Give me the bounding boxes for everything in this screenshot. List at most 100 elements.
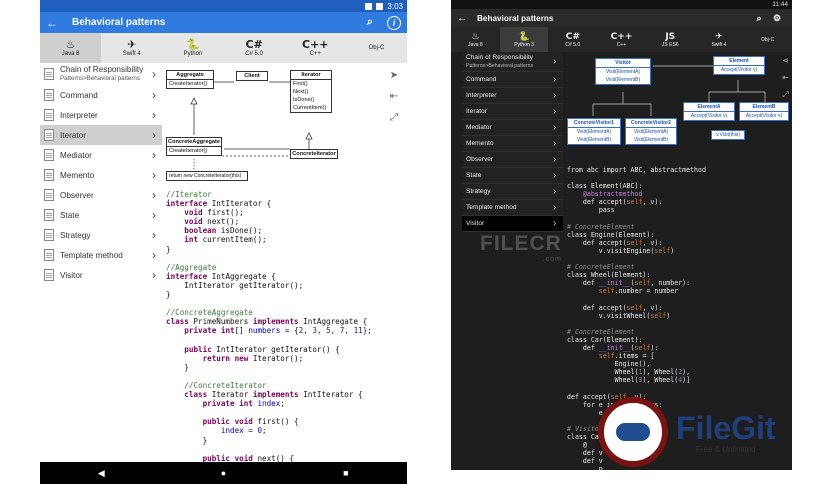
pattern-list-item[interactable]: Memento›: [40, 165, 162, 185]
chevron-right-icon: ›: [553, 90, 557, 101]
fullscreen-icon[interactable]: ⤢: [390, 112, 398, 123]
class-method: Accept(Visitor v): [690, 113, 728, 119]
concrete-visitor1-class: ConcreteVisitor1 Visit(ElementA) Visit(E…: [567, 118, 621, 145]
language-tab[interactable]: C++C++: [285, 33, 346, 63]
language-icon: ♨: [471, 31, 480, 42]
pattern-label: Interpreter: [466, 92, 497, 99]
class-method: CreateIterator(): [169, 81, 208, 87]
note-text: v.Visit(this): [716, 132, 740, 138]
language-tab[interactable]: ✈Swift 4: [695, 27, 744, 52]
language-tab[interactable]: Obj-C: [346, 33, 407, 63]
info-icon[interactable]: i: [387, 15, 401, 30]
pattern-list-item[interactable]: Mediator ›: [40, 145, 162, 165]
back-arrow-icon[interactable]: ←: [46, 15, 58, 30]
nav-back-icon[interactable]: ◀: [97, 467, 105, 478]
pattern-list-item[interactable]: Template method›: [40, 245, 162, 265]
class-name: Client: [244, 73, 260, 79]
page-title: Behavioral patterns: [477, 13, 554, 23]
pattern-label: Visitor: [466, 220, 485, 227]
pattern-label: Strategy: [466, 188, 491, 195]
class-name: ConcreteAggregate: [167, 139, 221, 147]
breadcrumb: Patterns>Behavioral patterns: [60, 75, 140, 82]
collapse-icon[interactable]: ⇤: [389, 91, 399, 102]
collapse-icon[interactable]: ⇤: [782, 73, 789, 82]
language-tab[interactable]: C#C# 5.0: [548, 27, 597, 52]
language-tab[interactable]: ♨Java 8: [451, 27, 500, 52]
chevron-right-icon: ›: [553, 202, 557, 213]
document-icon: [44, 229, 54, 241]
pattern-list-item[interactable]: State›: [462, 168, 563, 184]
pattern-list-item[interactable]: Command›: [40, 85, 162, 105]
pattern-list-item[interactable]: Command›: [462, 72, 563, 88]
pattern-list-item[interactable]: Interpreter›: [40, 105, 162, 125]
language-tab[interactable]: 🐍Python: [162, 33, 223, 63]
iterator-class: Iterator First() Next() IsDone() Current…: [290, 70, 332, 113]
nav-home-icon[interactable]: ●: [220, 468, 227, 478]
share-icon[interactable]: ➤: [389, 70, 399, 81]
language-tab[interactable]: C++C++: [597, 27, 646, 52]
language-icon: C++: [302, 38, 329, 51]
back-arrow-icon[interactable]: ←: [457, 12, 467, 24]
diagram-toolbar: ➤ ⇤ ⤢: [387, 70, 401, 123]
chevron-right-icon: ›: [152, 67, 156, 81]
class-name: ConcreteIterator: [292, 151, 336, 157]
status-bar: 3:03: [40, 0, 407, 12]
language-icon: C++: [610, 31, 633, 42]
pattern-list-item[interactable]: Strategy›: [40, 225, 162, 245]
language-tab[interactable]: Obj-C: [743, 27, 792, 52]
fullscreen-icon[interactable]: ⤢: [782, 90, 789, 99]
class-name: ElementB: [740, 103, 788, 112]
chevron-right-icon: ›: [553, 106, 557, 117]
pattern-list-item[interactable]: Observer›: [40, 185, 162, 205]
pattern-list-item[interactable]: Iterator›: [40, 125, 162, 145]
language-tab[interactable]: ♨Java 8: [40, 33, 102, 63]
pattern-label-wrap: Observer: [466, 155, 553, 164]
chevron-right-icon: ›: [152, 148, 156, 162]
pattern-label-wrap: Memento: [60, 171, 152, 180]
search-icon[interactable]: ⌕: [756, 12, 762, 23]
filecr-sub: .com: [542, 256, 562, 263]
language-tab[interactable]: ✈Swift 4: [101, 33, 162, 63]
status-bar: 11:44: [451, 0, 792, 9]
pattern-list-item[interactable]: Memento›: [462, 136, 563, 152]
uml-connectors: [592, 65, 766, 116]
pattern-list-item[interactable]: Mediator›: [462, 120, 563, 136]
pattern-list-item[interactable]: Iterator›: [462, 104, 563, 120]
pattern-label-wrap: State: [466, 171, 553, 180]
system-nav-bar: ◀ ● ■: [40, 462, 407, 484]
pattern-list-item[interactable]: Interpreter ›: [462, 88, 563, 104]
language-icon: JS: [665, 31, 676, 42]
language-label: Swift 4: [122, 51, 141, 57]
pattern-label: Mediator: [60, 150, 92, 160]
chevron-right-icon: ›: [152, 108, 156, 122]
pattern-list-item[interactable]: Observer›: [462, 152, 563, 168]
chevron-right-icon: ›: [553, 122, 557, 133]
share-icon[interactable]: ⋖: [782, 56, 789, 65]
pattern-list-item[interactable]: Strategy›: [462, 184, 563, 200]
search-icon[interactable]: ⌕: [366, 16, 374, 28]
chevron-right-icon: ›: [152, 168, 156, 182]
uml-diagram: Aggregate CreateIterator() Client Iterat…: [164, 63, 384, 185]
diagram-toolbar: ⋖ ⇤ ⤢: [782, 56, 789, 100]
filegit-logo-icon: [598, 397, 668, 467]
pattern-list-item[interactable]: Visitor›: [40, 265, 162, 285]
document-icon: [44, 149, 54, 161]
class-method: CurrentItem(): [293, 105, 327, 111]
settings-icon[interactable]: ⚙: [772, 12, 782, 23]
pattern-list-item[interactable]: Visitor›: [462, 216, 563, 232]
language-icon: 🐍: [518, 31, 530, 42]
pattern-list-item[interactable]: State›: [40, 205, 162, 225]
pattern-label-wrap: Iterator: [60, 131, 152, 140]
language-tab[interactable]: 🐍Python 3: [499, 27, 549, 52]
pattern-label-wrap: Command: [466, 75, 553, 84]
document-icon: [44, 209, 54, 221]
nav-recents-icon[interactable]: ■: [343, 468, 349, 478]
language-tab[interactable]: C#C# 5.0: [224, 33, 285, 63]
pattern-list-item[interactable]: Template method›: [462, 200, 563, 216]
